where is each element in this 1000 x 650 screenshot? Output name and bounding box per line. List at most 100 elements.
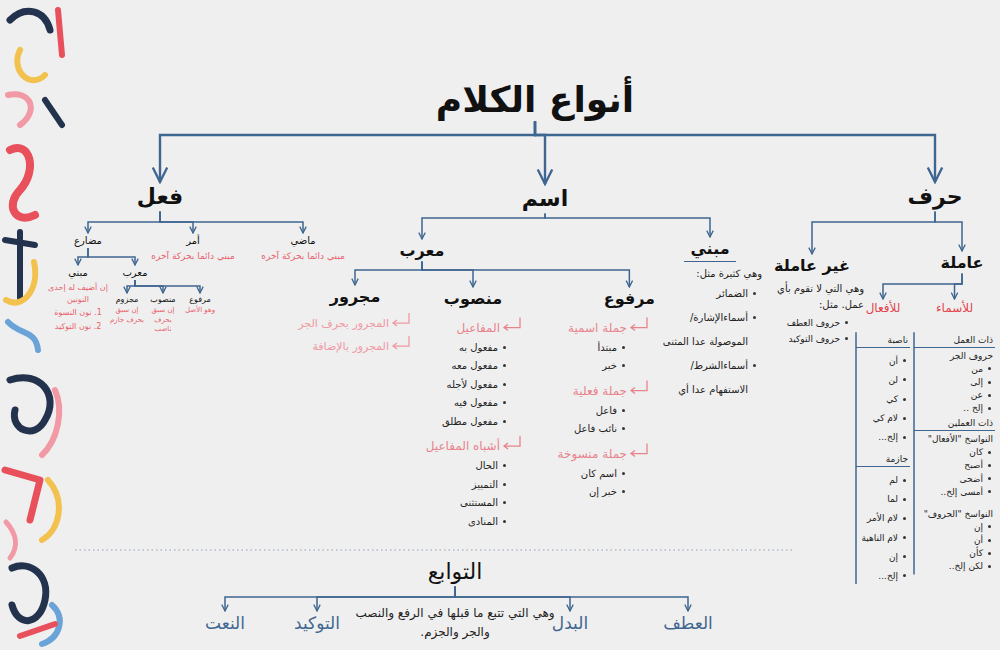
leaf-heading: البدل <box>552 612 588 634</box>
list-item: لما <box>856 493 910 505</box>
list-item: لام الأمر <box>856 512 910 524</box>
tree-node: مرفوعجملة اسميةمبتدأخبرجملة فعليةفاعلنائ… <box>548 288 655 499</box>
small-heading: مبني <box>68 266 88 280</box>
branch-heading: فعل <box>137 183 183 212</box>
tree-node: مبني إن أضيف له إحدى النونين 1. نون النسوة… <box>46 266 110 332</box>
list-item: أن <box>914 534 995 546</box>
connector <box>135 280 200 293</box>
letter-stroke <box>8 94 31 125</box>
connector <box>545 214 710 237</box>
category-heading: مرفوع <box>604 288 655 310</box>
list-item: الضمائر <box>658 282 762 306</box>
letter-stroke <box>10 148 35 218</box>
bracket-line <box>913 332 915 574</box>
letter-stroke <box>5 470 40 520</box>
list-item: مفعول مطلق <box>418 415 528 429</box>
list-item: لن <box>856 374 910 386</box>
list-item: التمييز <box>418 478 528 492</box>
sub-arrow <box>631 318 647 331</box>
list-text: حروف الجر <box>914 350 995 362</box>
list-item: حروف التوكيد <box>760 333 864 345</box>
letter-stroke <box>6 262 35 303</box>
tree-node: مضارع <box>63 234 113 248</box>
tree-node: للأسماءذات العملحروف الجرمنإلىعنإلخ ..ذا… <box>914 300 995 572</box>
list-item: مفعول لأجله <box>418 378 528 392</box>
list-item: فاعل <box>548 404 655 418</box>
leaf-heading: النعت <box>205 612 245 634</box>
list-heading: ذات العملين <box>914 417 995 431</box>
list-heading: ذات العمل <box>914 334 995 348</box>
sub-heading: المجرور بحرف الجر <box>295 316 415 331</box>
list-item: إلخ... <box>856 431 910 443</box>
branch-heading: التوابع <box>428 558 483 587</box>
connector <box>88 248 135 265</box>
small-heading: مجزوم <box>116 294 139 305</box>
tree-node: أمرمبني دائما بحركة آخره <box>145 234 241 262</box>
group-heading: للأفعال <box>866 300 901 316</box>
branch-heading: اسم <box>522 185 568 214</box>
tree-node: منصوبإن سبق بحرف ناصب <box>146 294 180 335</box>
connector <box>422 214 545 239</box>
sub-heading: أشباه المفاعيل <box>418 438 528 454</box>
rule-note: 2. نون التوكيد <box>46 321 110 333</box>
tree-node: ماضيمبني دائما بحركة آخره <box>255 234 351 262</box>
list-heading: جازمة <box>856 453 910 467</box>
note-text: وهي التي لا تقوم بأي عمل. مثل: <box>760 281 864 313</box>
tree-node: عاملة <box>932 252 992 274</box>
list-item: أسماءالشرط/ الاستفهام عدا أي <box>658 354 762 402</box>
sub-heading: جملة منسوخة <box>548 446 655 462</box>
small-heading: منصوب <box>150 294 175 305</box>
sub-heading: المفاعيل <box>418 320 528 336</box>
connector <box>422 262 629 287</box>
list-item: مفعول به <box>418 341 528 355</box>
list-text: النواسخ "الأفعال" <box>914 433 995 445</box>
list-item: إن <box>856 551 910 563</box>
list-item: كي <box>856 393 910 405</box>
small-heading: أمر <box>186 234 200 248</box>
small-heading: مرفوع <box>189 294 210 305</box>
list-item: مفعول معه <box>418 359 528 373</box>
connector <box>535 121 545 184</box>
letter-stroke <box>10 378 50 431</box>
sub-arrow <box>393 336 409 349</box>
category-heading: منصوب <box>444 288 502 310</box>
leaf-heading: العطف <box>663 612 713 634</box>
dotted-separator <box>75 549 795 550</box>
connector <box>355 262 422 285</box>
list-item: أصبح <box>914 459 995 471</box>
list-item: الحال <box>418 459 528 473</box>
tree-node: مجزومإن سبق بحرف جازم <box>110 294 144 325</box>
connector <box>160 212 303 233</box>
sub-heading: جملة فعلية <box>548 383 655 399</box>
leaf-heading: التوكيد <box>294 612 340 634</box>
list-text: النواسخ "الحروف" <box>914 508 995 520</box>
list-item: لم <box>856 474 910 486</box>
rule-note: وهو الأصل <box>183 306 217 315</box>
tree-node: مبنيوهي كثيرة مثل:الضمائرأسماءالإشارة/ ا… <box>658 238 762 402</box>
list-item: إلخ... <box>856 570 910 582</box>
sub-heading: المجرور بالإضافة <box>295 339 415 354</box>
list-item: إلخ .. <box>914 402 995 414</box>
sub-heading: جملة اسمية <box>548 320 655 336</box>
letter-stroke <box>42 480 59 540</box>
list-item: خبر إن <box>548 485 655 499</box>
list-item: اسم كان <box>548 467 655 481</box>
category-heading: عاملة <box>940 252 983 274</box>
connector <box>127 280 135 293</box>
connector <box>955 274 963 299</box>
rule-note: 1. نون النسوة <box>46 307 110 319</box>
list-heading: ناصبة <box>856 334 910 348</box>
small-heading: مضارع <box>74 234 102 248</box>
tree-node: غير عاملةوهي التي لا تقوم بأي عمل. مثل:ح… <box>760 255 864 345</box>
tree-node: العطف <box>648 612 728 634</box>
group-heading: للأسماء <box>936 300 973 316</box>
tree-node: منصوب المفاعيل مفعول به مفعول معه مفعول لأجل… <box>418 288 528 528</box>
rule-note: إن أضيف له إحدى النونين <box>46 282 110 305</box>
diagram-title: أنواع الكلام <box>436 78 634 121</box>
connector <box>535 121 935 182</box>
letter-stroke <box>45 100 62 125</box>
list-item: أضحى <box>914 473 995 485</box>
connector <box>78 248 88 265</box>
category-heading: مبني <box>684 238 735 262</box>
